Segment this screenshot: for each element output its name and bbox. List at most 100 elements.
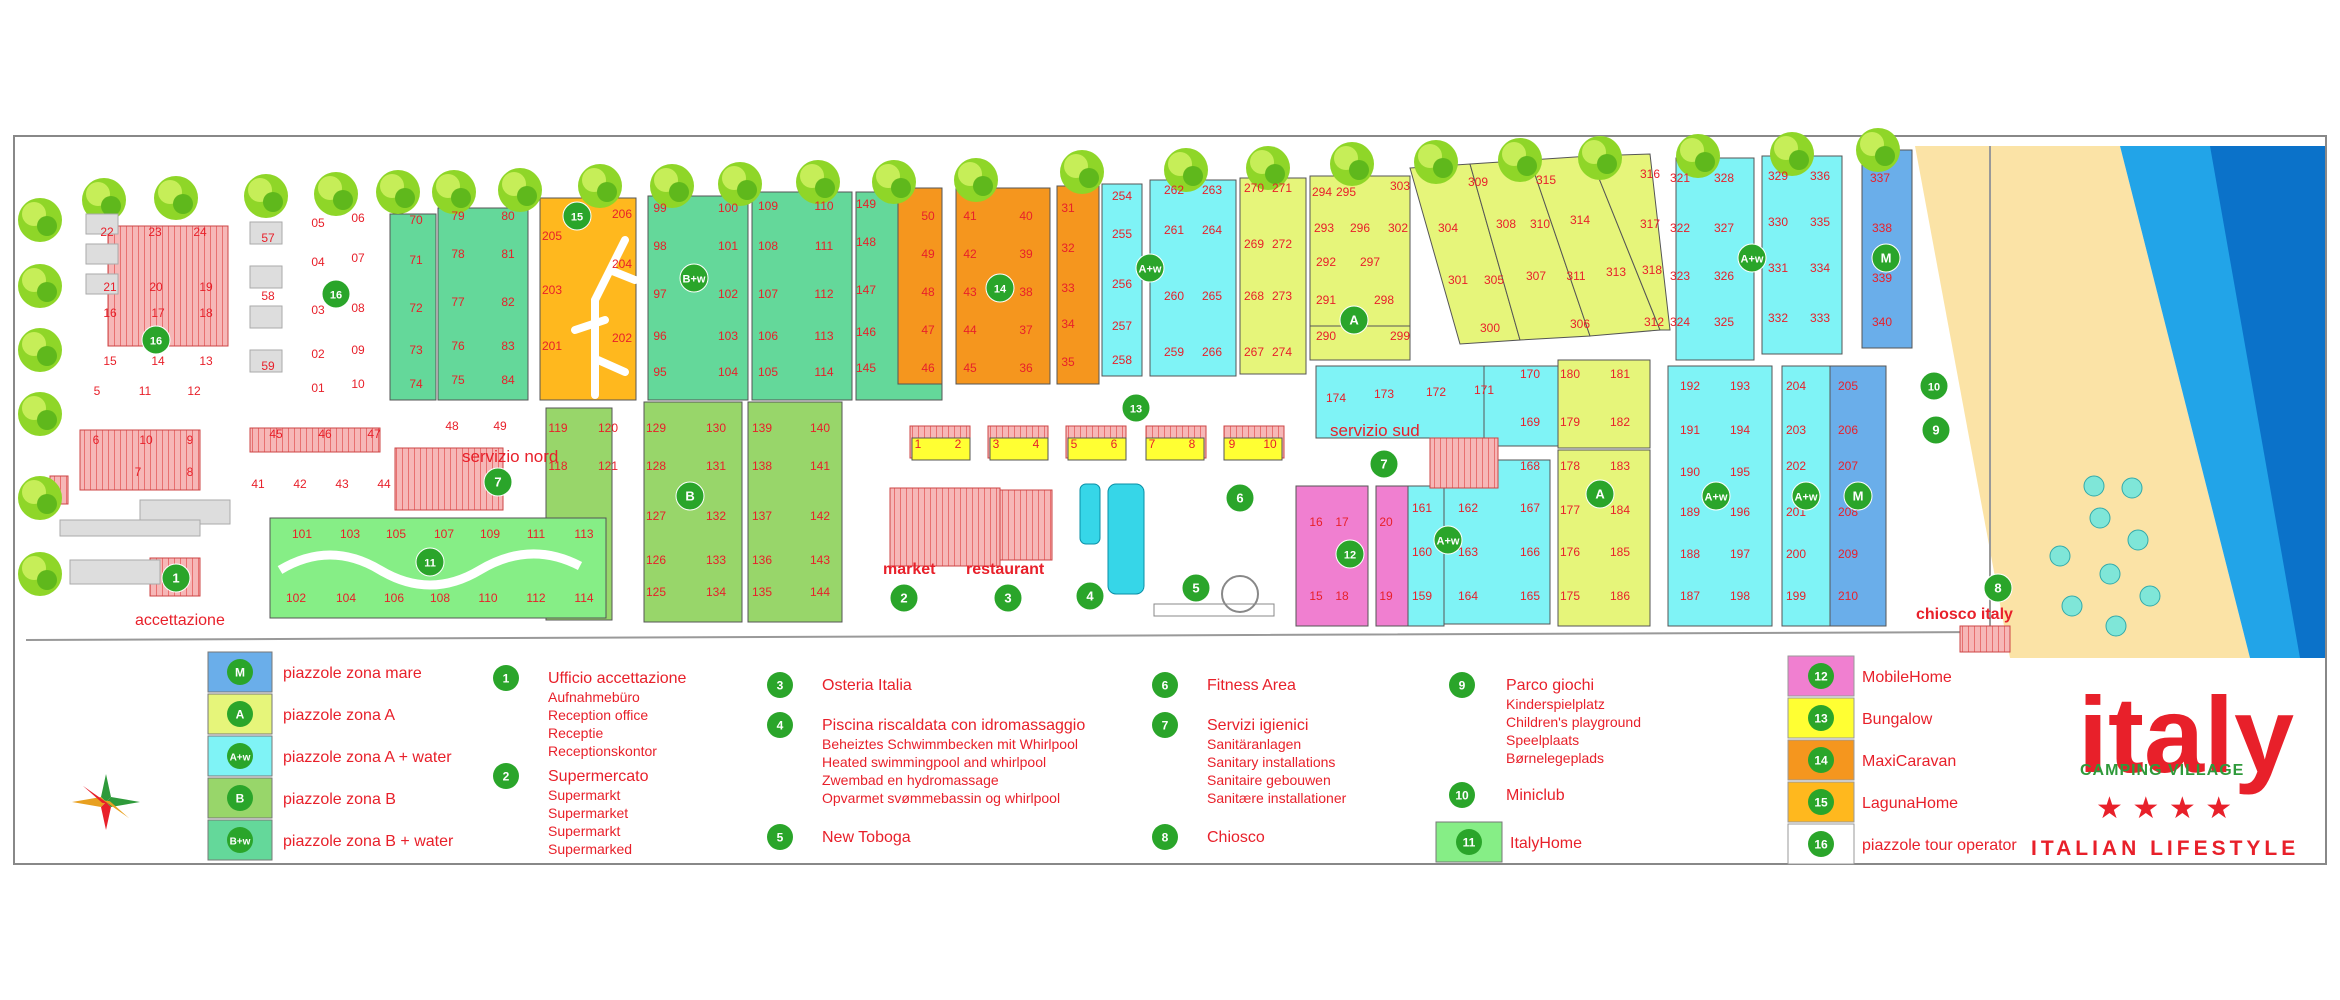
bungalow — [911, 437, 971, 461]
plot-number: 327 — [1714, 221, 1734, 235]
map-marker[interactable]: 8 — [1983, 573, 2013, 603]
marker-label: B+w — [683, 274, 706, 286]
plot-number: 203 — [1786, 423, 1806, 437]
plot-number: 72 — [409, 301, 423, 315]
plot-box — [59, 519, 201, 537]
legend-badge-label: B — [236, 792, 245, 806]
plot-number: 96 — [653, 329, 667, 343]
legend-badge-label: 7 — [1162, 719, 1169, 733]
map-marker[interactable]: A+w — [1737, 243, 1767, 273]
plot-number: 15 — [103, 354, 117, 368]
map-marker[interactable]: 7 — [1369, 449, 1399, 479]
plot-number: 48 — [921, 285, 935, 299]
map-marker[interactable]: A — [1339, 305, 1369, 335]
plot-number: 260 — [1164, 289, 1184, 303]
plot-number: 40 — [1019, 209, 1033, 223]
map-marker[interactable]: 15 — [562, 201, 592, 231]
plot-number: 264 — [1202, 223, 1222, 237]
zone-block — [1557, 359, 1651, 449]
map-marker[interactable]: 4 — [1075, 581, 1105, 611]
plot-number: 324 — [1670, 315, 1690, 329]
plot-number: 261 — [1164, 223, 1184, 237]
map-marker[interactable]: 13 — [1121, 393, 1151, 423]
marker-circle — [1433, 525, 1463, 555]
legend-badge — [1456, 829, 1482, 855]
map-marker[interactable]: 12 — [1335, 539, 1365, 569]
marker-circle — [1369, 449, 1399, 479]
plot-number: 49 — [921, 247, 935, 261]
map-marker[interactable]: 2 — [889, 583, 919, 613]
umbrella-icon — [2127, 529, 2149, 551]
legend-service-line: Beheiztes Schwimmbecken mit Whirlpool — [822, 736, 1078, 752]
plot-number: 305 — [1484, 273, 1504, 287]
map-marker[interactable]: 7 — [483, 467, 513, 497]
plot-number: 111 — [527, 527, 546, 541]
tree-icon — [1246, 146, 1290, 190]
map-marker[interactable]: 11 — [415, 547, 445, 577]
map-marker[interactable]: A+w — [1791, 481, 1821, 511]
map-marker[interactable]: B — [675, 481, 705, 511]
plot-number: 59 — [261, 359, 275, 373]
plot-box — [85, 273, 119, 295]
map-marker[interactable]: 16 — [321, 279, 351, 309]
map-marker[interactable]: M — [1843, 481, 1873, 511]
plot-number: 206 — [612, 207, 632, 221]
plot-number: 47 — [921, 323, 935, 337]
map-marker[interactable]: 3 — [993, 583, 1023, 613]
legend-accom-label: piazzole tour operator — [1862, 837, 2017, 854]
path — [277, 549, 583, 590]
tree-icon — [872, 160, 916, 204]
plot-number: 09 — [351, 343, 365, 357]
plot-number: 340 — [1872, 315, 1892, 329]
plot-number: 205 — [542, 229, 562, 243]
map-marker[interactable]: A+w — [1433, 525, 1463, 555]
plot-number: 210 — [1838, 589, 1858, 603]
map-marker[interactable]: 10 — [1919, 371, 1949, 401]
plot-number: 171 — [1474, 383, 1494, 397]
plot-number: 188 — [1680, 547, 1700, 561]
plot-number: 112 — [814, 287, 833, 301]
plot-box — [249, 349, 283, 373]
tree-shade — [597, 182, 617, 202]
map-marker[interactable]: 6 — [1225, 483, 1255, 513]
plot-number: 331 — [1768, 261, 1788, 275]
plot-number: 37 — [1019, 323, 1033, 337]
umbrella-icon — [2105, 615, 2127, 637]
building — [79, 429, 201, 491]
map-marker[interactable]: 9 — [1921, 415, 1951, 445]
tree-shade — [37, 494, 57, 514]
plot-number: 205 — [1838, 379, 1858, 393]
marker-circle — [161, 563, 191, 593]
plot-number: 178 — [1560, 459, 1580, 473]
map-marker[interactable]: 14 — [985, 273, 1015, 303]
map-marker[interactable]: 16 — [141, 325, 171, 355]
map-marker[interactable]: 5 — [1181, 573, 1211, 603]
plot-number: 317 — [1640, 217, 1660, 231]
map-marker[interactable]: A+w — [1701, 481, 1731, 511]
map-marker[interactable]: A+w — [1135, 253, 1165, 283]
umbrella-icon — [2049, 545, 2071, 567]
legend-badge — [493, 665, 519, 691]
map-marker[interactable]: A — [1585, 479, 1615, 509]
plot-number: 107 — [434, 527, 454, 541]
umbrella-icon — [2099, 563, 2121, 585]
plot-number: 8 — [187, 465, 194, 479]
plot-number: 335 — [1810, 215, 1830, 229]
tree-shade — [1349, 160, 1369, 180]
marker-circle — [1983, 573, 2013, 603]
pool — [1107, 483, 1145, 595]
map-marker[interactable]: B+w — [679, 263, 709, 293]
legend-service-line: Heated swimmingpool and whirlpool — [822, 754, 1046, 770]
plot-number: 71 — [409, 253, 423, 267]
marker-label: 16 — [330, 290, 342, 302]
tree-shade — [37, 410, 57, 430]
plot-box — [85, 213, 119, 235]
tree-icon — [1414, 140, 1458, 184]
map-marker[interactable]: M — [1871, 243, 1901, 273]
plot-number: 23 — [148, 225, 162, 239]
plot-number: 294 — [1312, 185, 1332, 199]
plot-number: 119 — [548, 421, 567, 435]
map-marker[interactable]: 1 — [161, 563, 191, 593]
plot-number: 329 — [1768, 169, 1788, 183]
tree-shade — [395, 188, 415, 208]
